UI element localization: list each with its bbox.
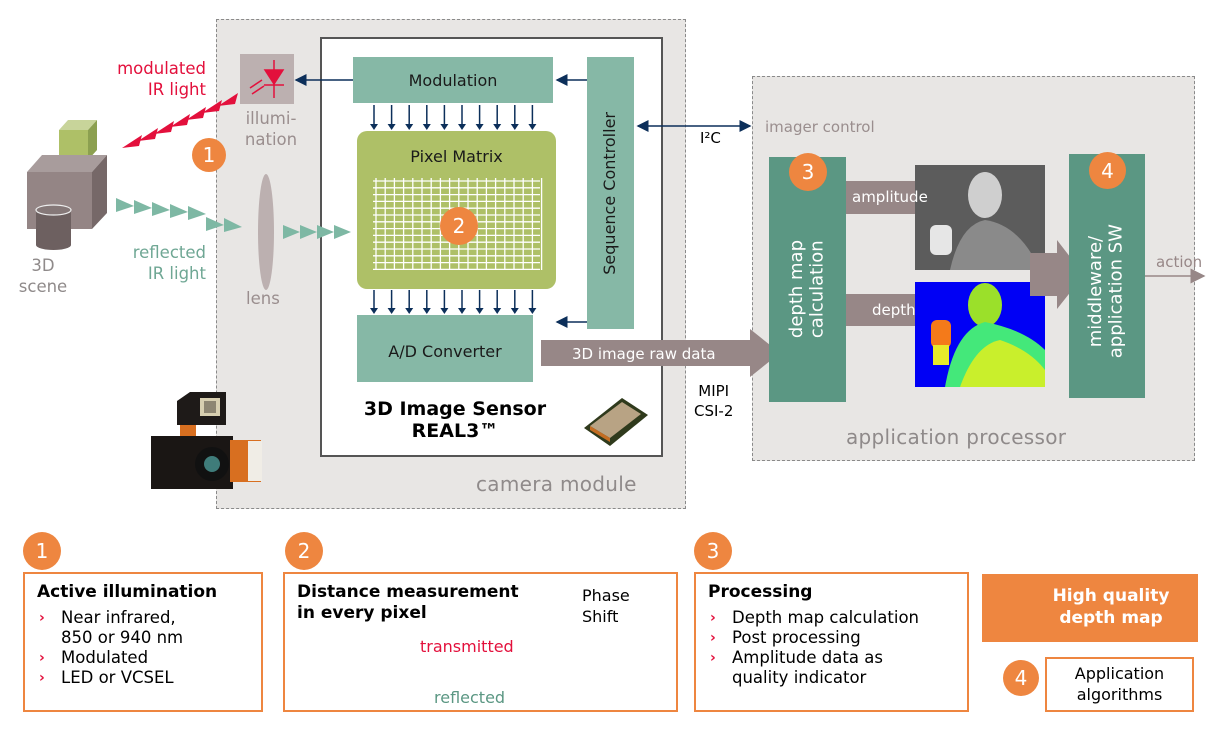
chevron-right-icon: ›: [39, 650, 45, 666]
down-arrow-head: [387, 124, 396, 130]
down-arrow-head: [370, 124, 378, 130]
reflected-light-label: reflected IR light: [132, 243, 206, 283]
down-arrow-head: [475, 308, 484, 314]
card-1-list: ›Near infrared,850 or 940 nm›Modulated›L…: [37, 608, 249, 688]
camera-module-photo: [151, 392, 262, 489]
scene-label: 3D scene: [18, 256, 68, 296]
step-badge-2: 2: [440, 207, 478, 245]
card-2-badge: 2: [285, 532, 323, 570]
middleware-label: middleware/ application SW: [1085, 223, 1127, 359]
down-arrow-head: [422, 124, 431, 130]
sequence-controller-label: Sequence Controller: [600, 111, 620, 275]
card-distance-measurement: Distance measurement in every pixel: [283, 572, 678, 712]
action-label: action: [1156, 253, 1203, 271]
sequence-controller-block: Sequence Controller: [587, 57, 634, 329]
camera-module-label: camera module: [476, 472, 637, 496]
down-arrow-head: [510, 124, 519, 130]
result-badge-4: 4: [1003, 660, 1039, 696]
middleware-block: middleware/ application SW: [1069, 154, 1145, 398]
pixel-to-adc-arrows: [370, 290, 537, 314]
pixel-matrix-label: Pixel Matrix: [410, 147, 503, 166]
down-arrow-head: [440, 308, 449, 314]
reflected-light-arrows: [116, 198, 351, 239]
phase-shift-label: Phase Shift: [582, 586, 630, 626]
down-arrow-head: [405, 308, 414, 314]
imager-control-label: imager control: [765, 118, 875, 136]
chevron-right-icon: ›: [710, 630, 716, 646]
mipi-label: MIPI CSI-2: [694, 382, 734, 420]
down-arrow-head: [405, 124, 414, 130]
card-list-item: ›Post processing: [710, 628, 861, 647]
depth-map-calculation-block: depth map calculation: [769, 157, 846, 402]
amplitude-image: [915, 165, 1045, 270]
card-3-badge: 3: [694, 532, 732, 570]
down-arrow-head: [422, 308, 431, 314]
application-processor-label: application processor: [846, 425, 1067, 449]
chevron-right-icon: ›: [39, 610, 45, 626]
card-2-title: Distance measurement in every pixel: [297, 582, 519, 623]
modulation-to-pixel-arrows: [370, 105, 537, 130]
card-list-item: ›Near infrared,850 or 940 nm: [39, 608, 184, 647]
down-arrow-head: [528, 308, 537, 314]
step-badge-1: 1: [192, 138, 226, 172]
illumination-label: illumi- nation: [244, 109, 298, 149]
high-quality-depth-map-box: [982, 574, 1198, 642]
raw-data-label: 3D image raw data: [572, 345, 716, 363]
modulated-light-arrows: [122, 93, 238, 148]
card-3-title: Processing: [708, 582, 813, 602]
down-arrow-head: [475, 124, 484, 130]
card-list-item: ›Depth map calculation: [710, 608, 920, 627]
3d-scene-shapes-icon: [27, 120, 107, 250]
down-arrow-head: [528, 124, 537, 130]
card-list-item: ›LED or VCSEL: [39, 668, 174, 687]
down-arrow-head: [440, 124, 449, 130]
chevron-right-icon: ›: [39, 670, 45, 686]
led-diode-icon: [249, 60, 285, 98]
lens-shape: [258, 174, 274, 290]
modulated-light-label: modulated IR light: [117, 59, 206, 99]
step-badge-4: 4: [1089, 152, 1126, 189]
down-arrow-head: [370, 308, 378, 314]
application-algorithms-box: Application algorithms: [1045, 657, 1194, 712]
down-arrow-head: [458, 124, 466, 130]
modulation-block: Modulation: [353, 57, 553, 103]
step-badge-3: 3: [789, 153, 827, 191]
card-active-illumination: Active illumination ›Near infrared,850 o…: [23, 572, 263, 712]
depth-image: [915, 282, 1045, 387]
ad-converter-block: A/D Converter: [357, 315, 533, 382]
raw-data-arrow: [541, 329, 780, 377]
down-arrow-head: [493, 124, 502, 130]
sensor-title: 3D Image Sensor REAL3™: [363, 398, 547, 442]
high-quality-depth-map-label: High quality depth map: [1052, 586, 1170, 628]
card-3-list: ›Depth map calculation›Post processing›A…: [708, 608, 955, 688]
depth-label: depth: [872, 301, 916, 319]
sensor-chip-image: [584, 398, 648, 446]
reflected-label: reflected: [434, 688, 506, 707]
amplitude-label: amplitude: [852, 188, 928, 206]
card-1-title: Active illumination: [37, 582, 218, 602]
lens-label: lens: [246, 289, 280, 308]
transmitted-label: transmitted: [420, 637, 514, 656]
down-arrow-head: [510, 308, 519, 314]
down-arrow-head: [493, 308, 502, 314]
down-arrow-head: [458, 308, 466, 314]
card-1-badge: 1: [23, 532, 61, 570]
down-arrow-head: [387, 308, 396, 314]
card-list-item: ›Modulated: [39, 648, 149, 667]
i2c-label: I²C: [700, 129, 721, 147]
illumination-box: [240, 54, 294, 104]
chevron-right-icon: ›: [710, 610, 716, 626]
card-processing: Processing ›Depth map calculation›Post p…: [694, 572, 969, 712]
depth-map-calculation-label: depth map calculation: [785, 240, 828, 339]
chevron-right-icon: ›: [710, 650, 716, 666]
